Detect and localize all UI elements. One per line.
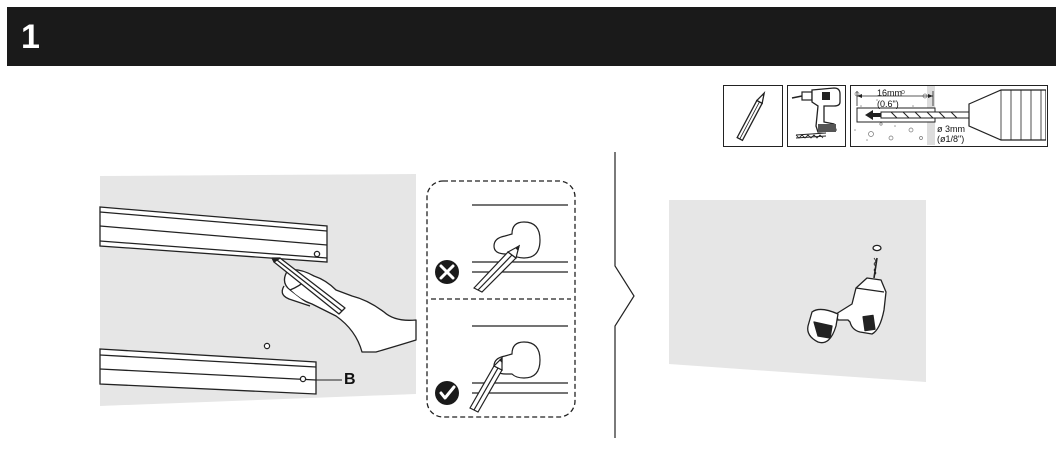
step-number: 1 [21, 18, 40, 56]
drill-on-wall-icon [807, 244, 887, 344]
drill-depth-diagram-icon [851, 86, 1046, 145]
part-b-label: B [344, 371, 356, 388]
step-divider-arrow [614, 152, 635, 438]
drill-depth-imperial-label: (0.6") [877, 99, 899, 109]
drill-tool-box [787, 85, 846, 147]
drill-bit-metric-label: ø 3mm [937, 124, 965, 134]
cordless-drill-icon [791, 87, 841, 139]
wrong-way-example [435, 204, 568, 293]
drill-depth-metric-label: 16mm [877, 88, 903, 98]
pencil-tool-box [723, 85, 783, 147]
pencil-icon [736, 91, 766, 142]
top-rail [99, 206, 328, 263]
drill-bit-imperial-label: (ø1/8") [937, 134, 965, 144]
drill-depth-box: 16mm (0.6") ø 3mm (ø1/8") [850, 85, 1048, 147]
right-wall-area [669, 200, 926, 382]
check-circle-icon [435, 381, 459, 405]
correct-way-example [435, 325, 568, 413]
wall-mark [263, 342, 271, 350]
hand-with-pencil [271, 257, 417, 353]
bottom-rail [99, 348, 317, 395]
step-header: 1 [7, 7, 1056, 66]
